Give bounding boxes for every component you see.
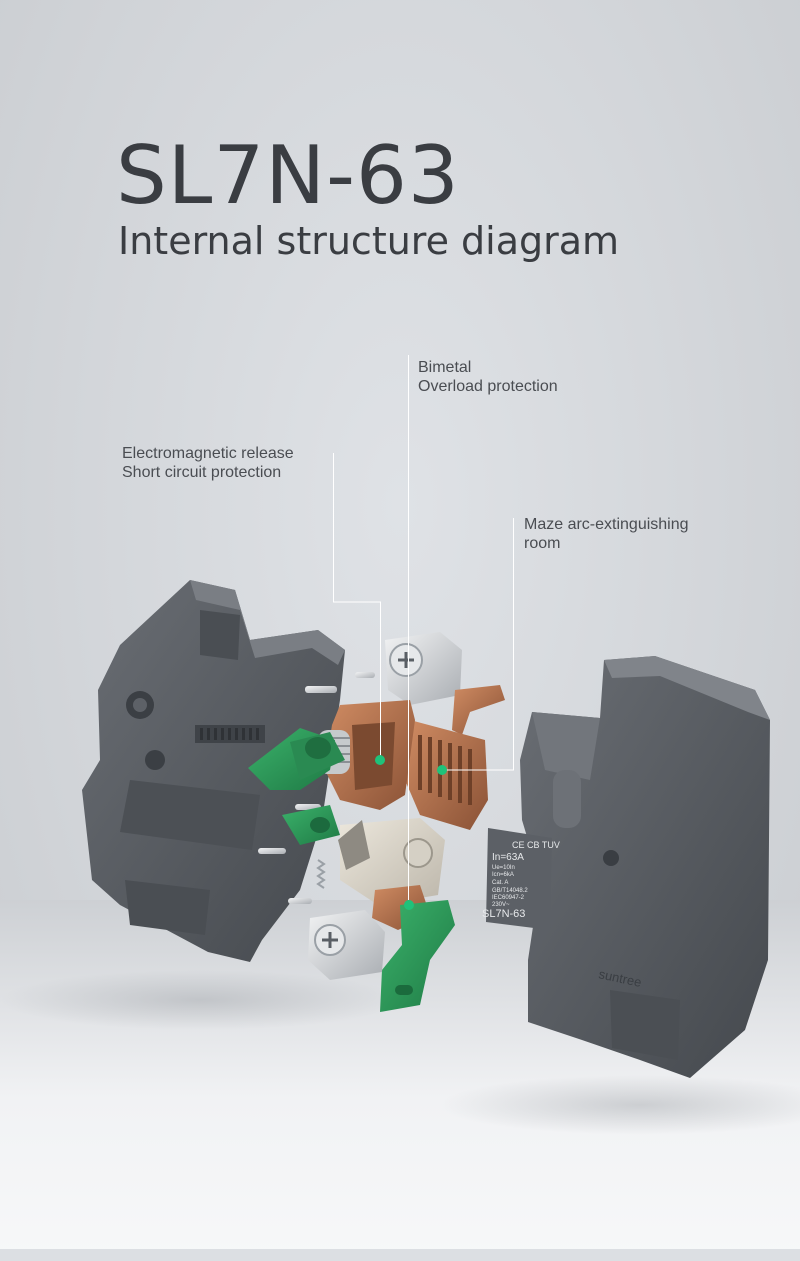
left-housing — [82, 580, 345, 962]
mechanism-assembly — [248, 632, 505, 1012]
callout-electromagnetic-line1: Electromagnetic release — [122, 445, 294, 462]
leader-lines — [333, 355, 514, 900]
label-model: SL7N-63 — [482, 908, 525, 920]
shadow-left — [0, 970, 400, 1030]
green-handle — [380, 900, 455, 1012]
leader-line-arc-chamber — [442, 518, 514, 771]
callout-arc-chamber-line1: Maze arc-extinguishing — [524, 516, 689, 533]
top-busbar — [452, 685, 505, 735]
callout-bimetal: Bimetal Overload protection — [418, 358, 558, 396]
bottom-band — [0, 1249, 800, 1261]
label-rating: In=63A — [492, 852, 524, 863]
bottom-terminal — [308, 910, 385, 980]
label-spec2: Icn=6kA — [492, 872, 514, 878]
callout-bimetal-line1: Bimetal — [418, 359, 472, 376]
label-category: Cat. A — [492, 880, 508, 886]
label-spec1: Ue=10In — [492, 865, 515, 871]
arc-chamber — [405, 720, 488, 830]
callout-bimetal-line2: Overload protection — [418, 378, 558, 395]
page-subtitle: Internal structure diagram — [118, 219, 620, 263]
product-label: CE CB TUV In=63A Ue=10In Icn=6kA Cat. A … — [482, 828, 643, 990]
shadow-right — [440, 1075, 800, 1135]
trip-spring — [316, 859, 326, 889]
green-magnetic-release — [248, 728, 345, 845]
page-title: SL7N-63 — [116, 129, 460, 222]
marker-bimetal — [404, 900, 414, 910]
marker-arc-chamber — [437, 765, 447, 775]
leader-line-electromagnetic — [333, 453, 381, 760]
label-standard2: IEC60947-2 — [492, 895, 525, 901]
label-standard1: GB/T14048.2 — [492, 888, 528, 894]
right-housing — [520, 656, 770, 1078]
label-certs: CE CB TUV — [512, 840, 560, 850]
label-voltage: 230V~ — [492, 902, 510, 908]
callout-arc-chamber: Maze arc-extinguishing room — [524, 515, 689, 553]
trip-mechanism-block — [338, 818, 445, 905]
marker-electromagnetic — [375, 755, 385, 765]
callout-electromagnetic: Electromagnetic release Short circuit pr… — [122, 444, 294, 482]
callout-arc-chamber-line2: room — [524, 535, 561, 552]
top-terminal — [385, 632, 462, 705]
callout-electromagnetic-line2: Short circuit protection — [122, 464, 282, 481]
